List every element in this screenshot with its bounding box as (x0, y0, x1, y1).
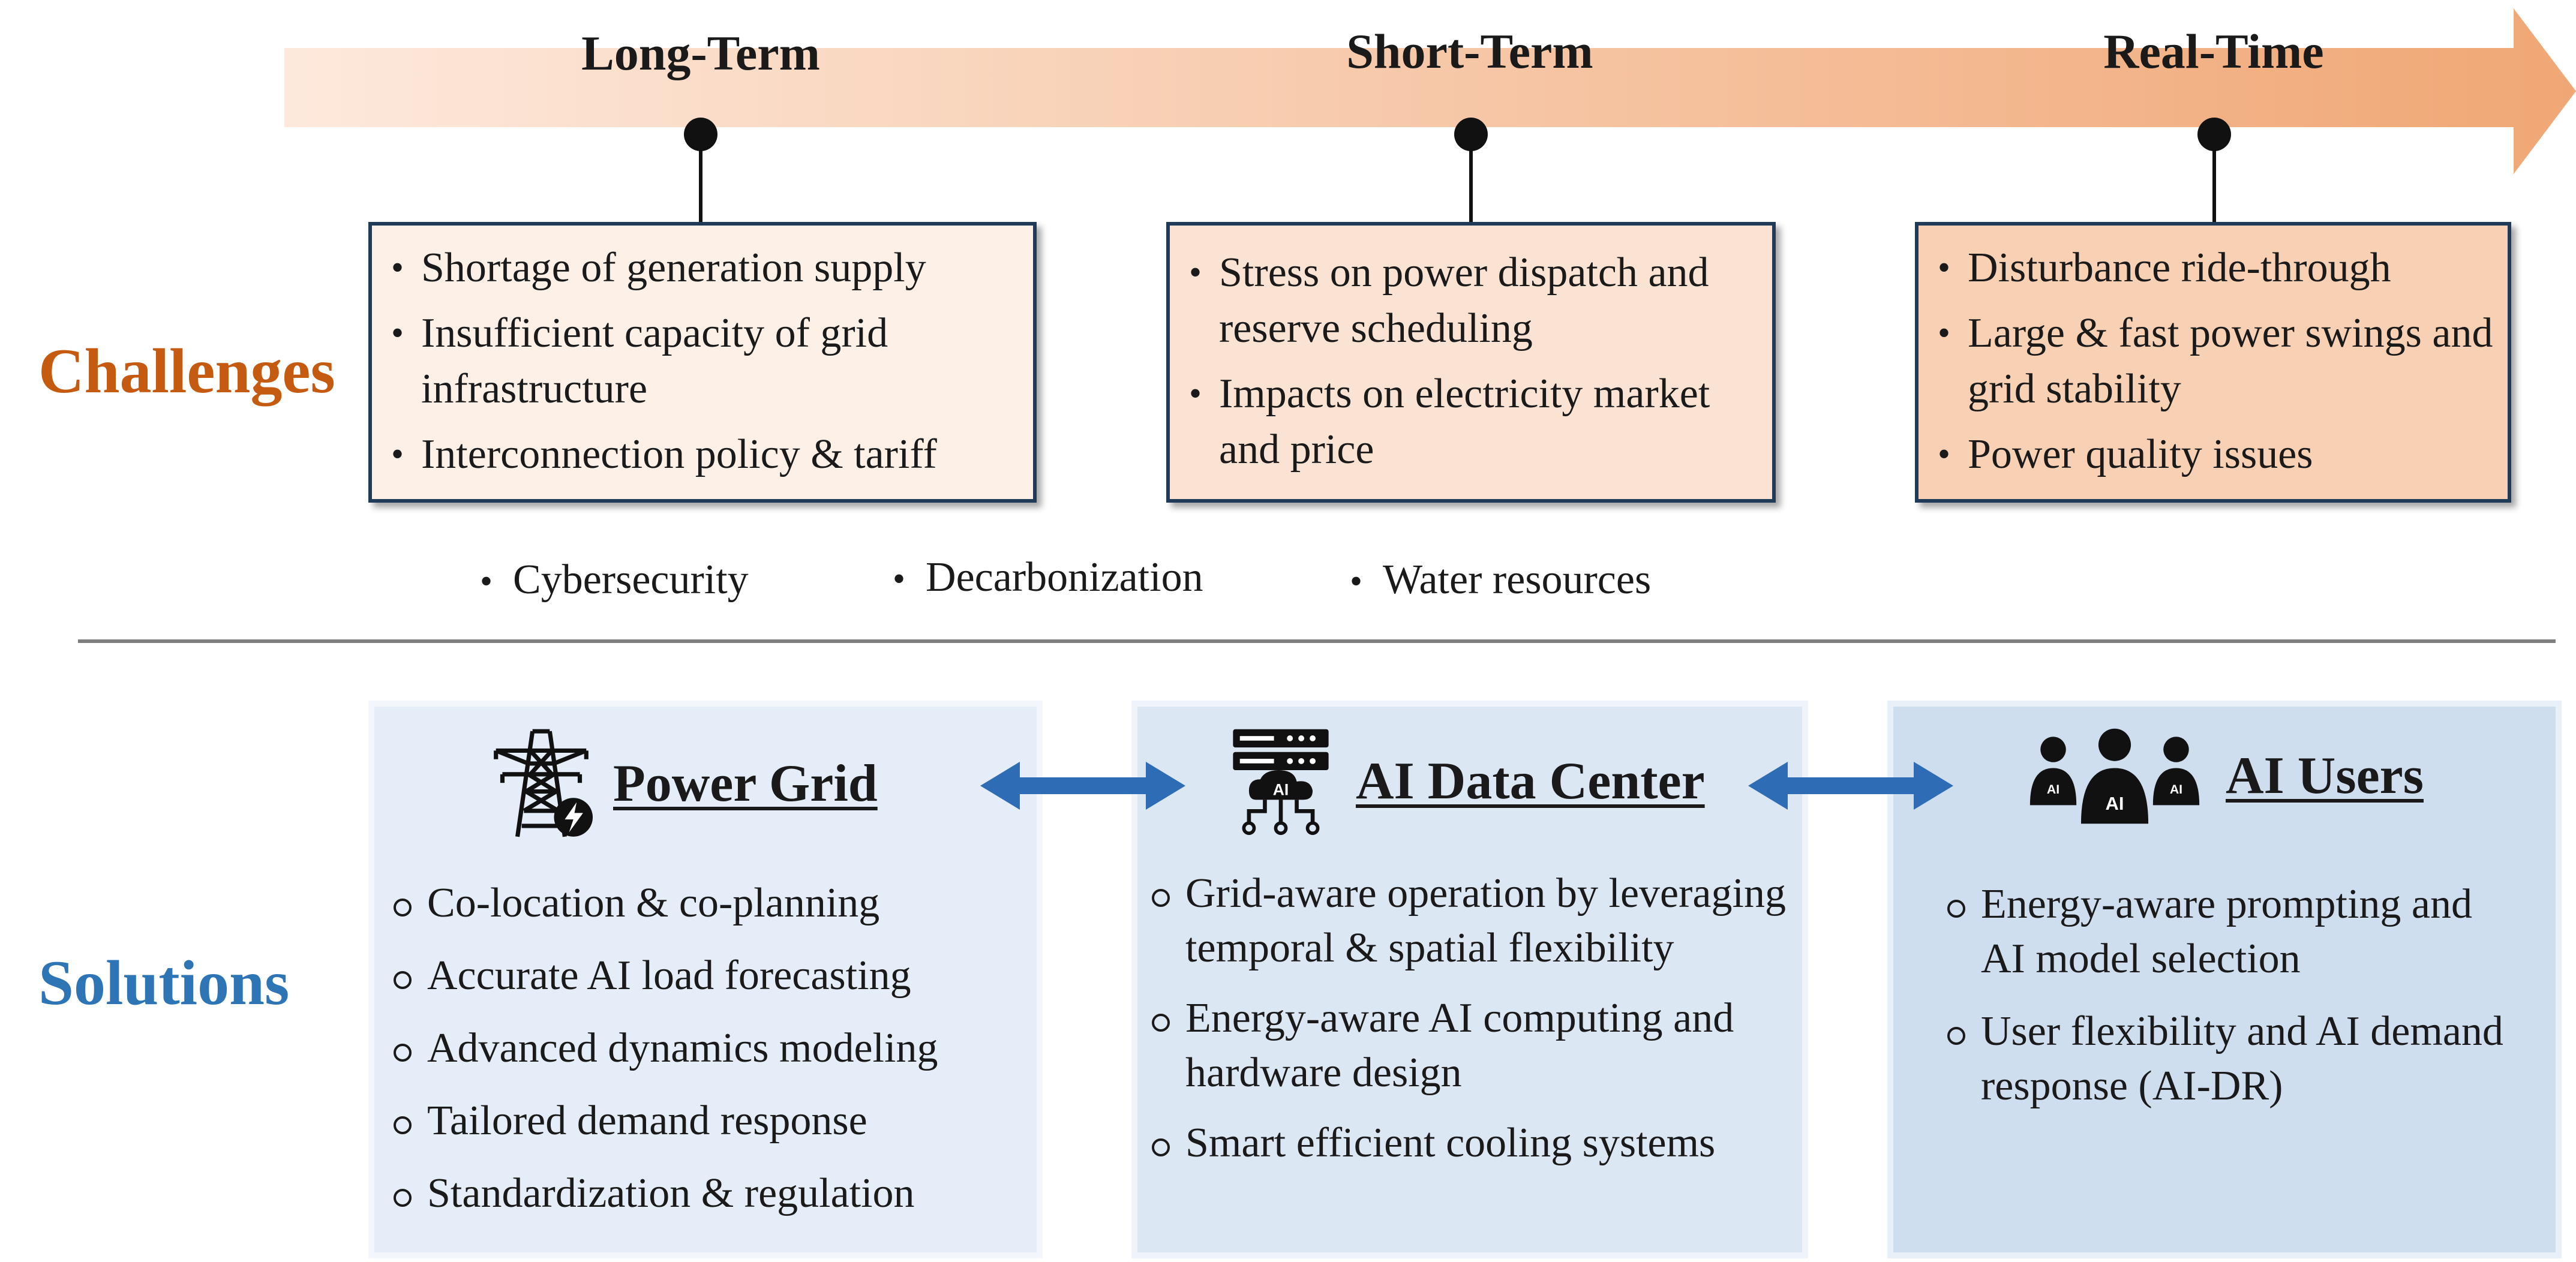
ai-users-solutions: Energy-aware prompting and AI model sele… (1944, 877, 2520, 1113)
double-arrow-grid-datacenter (980, 762, 1185, 810)
ai-data-center-solutions: Grid-aware operation by leveraging tempo… (1148, 866, 1802, 1170)
timeline-marker-real-time (2197, 118, 2231, 151)
ai-users-icon-text: AI (2170, 782, 2182, 797)
solutions-label: Solutions (38, 948, 290, 1018)
challenge-item: Interconnection policy & tariff (384, 426, 1021, 482)
transmission-tower-icon (494, 729, 593, 837)
double-arrow-datacenter-users (1748, 762, 1953, 810)
phase-label-real-time: Real-Time (2103, 24, 2324, 79)
cross-cutting-item: •Decarbonization (893, 554, 1203, 600)
phase-label-short-term: Short-Term (1346, 24, 1593, 79)
challenge-box-long-term: Shortage of generation supply Insufficie… (368, 222, 1037, 503)
cross-cutting-item: •Water resources (1350, 557, 1652, 603)
solution-item: Smart efficient cooling systems (1148, 1116, 1802, 1170)
power-grid-header: Power Grid (487, 727, 878, 841)
cross-cutting-item: •Cybersecurity (480, 557, 749, 603)
ai-users-title: AI Users (2226, 747, 2424, 805)
challenge-box-short-term: Stress on power dispatch and reserve sch… (1166, 222, 1776, 503)
solution-item: Accurate AI load forecasting (390, 948, 1038, 1003)
power-grid-solutions: Co-location & co-planning Accurate AI lo… (390, 876, 1038, 1221)
timeline-arrow (284, 8, 2576, 192)
challenge-item: Disturbance ride-through (1931, 240, 2496, 296)
solution-box-ai-users (1887, 701, 2562, 1258)
solution-item: Tailored demand response (390, 1093, 1038, 1148)
challenge-item: Large & fast power swings and grid stabi… (1931, 305, 2496, 417)
ai-users-icon: AI AI AI (2029, 728, 2200, 824)
section-divider (78, 639, 2556, 643)
challenge-item: Insufficient capacity of grid infrastruc… (384, 305, 1021, 417)
solution-box-power-grid (368, 701, 1043, 1258)
solution-box-ai-data-center (1131, 701, 1808, 1258)
ai-users-icon-text: AI (2047, 782, 2059, 797)
ai-users-header: AI AI AI AI Users (2028, 728, 2424, 824)
ai-users-icon-text: AI (2106, 793, 2124, 814)
challenge-item: Shortage of generation supply (384, 240, 1021, 296)
ai-server-icon-text: AI (1273, 781, 1289, 799)
challenge-item: Power quality issues (1931, 426, 2496, 482)
challenges-label: Challenges (38, 336, 335, 406)
ai-data-center-title: AI Data Center (1356, 752, 1705, 810)
phase-label-long-term: Long-Term (581, 26, 820, 80)
solution-item: Co-location & co-planning (390, 876, 1038, 930)
challenge-box-real-time: Disturbance ride-through Large & fast po… (1915, 222, 2511, 503)
solution-item: Grid-aware operation by leveraging tempo… (1148, 866, 1802, 975)
solution-item: Advanced dynamics modeling (390, 1021, 1038, 1075)
challenge-item: Impacts on electricity market and price (1182, 366, 1760, 477)
solution-item: Energy-aware AI computing and hardware d… (1148, 991, 1802, 1100)
ai-data-center-header: AI AI Data Center (1224, 727, 1705, 836)
solution-item: User flexibility and AI demand response … (1944, 1004, 2520, 1113)
ai-server-icon: AI (1233, 729, 1329, 836)
timeline-marker-short-term (1454, 118, 1488, 151)
solution-item: Energy-aware prompting and AI model sele… (1944, 877, 2520, 986)
timeline-marker-long-term (684, 118, 717, 151)
solution-item: Standardization & regulation (390, 1166, 1038, 1221)
challenge-item: Stress on power dispatch and reserve sch… (1182, 245, 1760, 356)
power-grid-title: Power Grid (613, 755, 878, 813)
